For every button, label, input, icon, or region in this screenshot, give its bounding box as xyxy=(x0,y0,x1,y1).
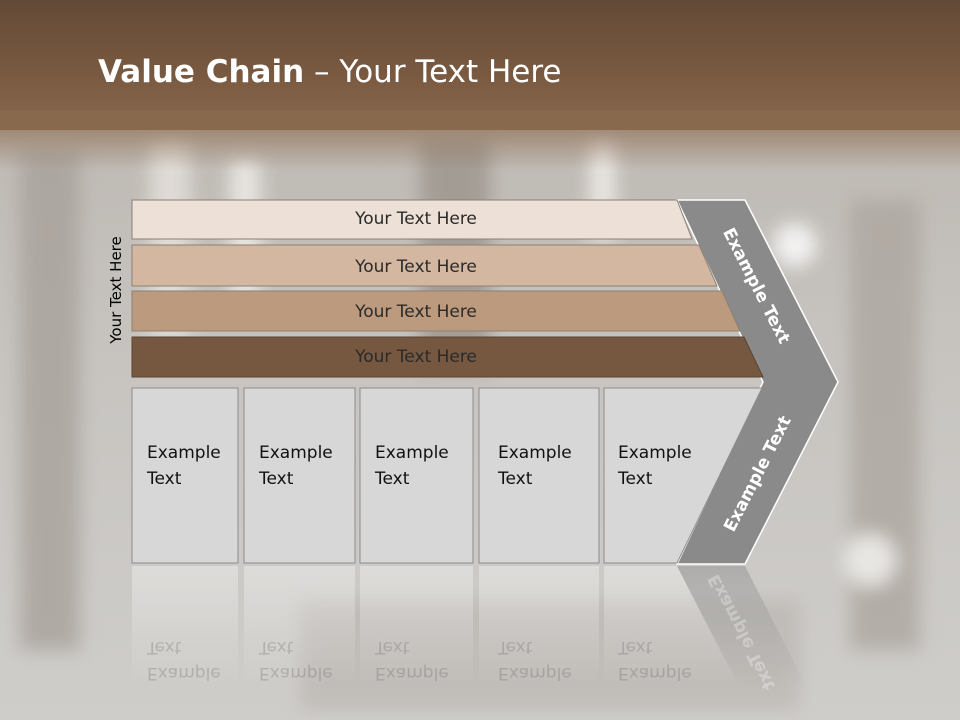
box-2 xyxy=(243,387,356,564)
box-5-line1: Example xyxy=(618,443,692,463)
box-5-refl-line2: Text xyxy=(618,637,653,657)
header-fade xyxy=(0,110,960,170)
box-5-line2: Text xyxy=(618,469,653,489)
bar-4 xyxy=(131,336,764,378)
box-2-reflection xyxy=(244,566,355,686)
box-5 xyxy=(603,387,763,564)
bar-3 xyxy=(131,290,741,332)
box-1-line2: Text xyxy=(147,469,182,489)
box-1-reflection xyxy=(132,566,238,686)
box-3-refl-line1: Example xyxy=(375,663,449,683)
box-3-reflected-label: Example Text xyxy=(375,634,449,686)
box-1-refl-line1: Example xyxy=(147,663,221,683)
box-3-line2: Text xyxy=(375,469,410,489)
box-1-refl-line2: Text xyxy=(147,637,182,657)
box-2-line2: Text xyxy=(259,469,294,489)
bar-3-label: Your Text Here xyxy=(355,302,477,322)
box-2-line1: Example xyxy=(259,443,333,463)
box-1 xyxy=(131,387,239,564)
box-4-reflected-label: Example Text xyxy=(498,634,572,686)
box-1-reflected-label: Example Text xyxy=(147,634,221,686)
title-bold: Value Chain xyxy=(98,54,305,90)
chevron-arrow xyxy=(675,199,839,565)
chevron-reflection xyxy=(677,566,808,690)
box-4-line1: Example xyxy=(498,443,572,463)
box-4-line2: Text xyxy=(498,469,533,489)
bar-1 xyxy=(131,199,693,240)
box-4-reflection xyxy=(479,566,599,686)
box-4 xyxy=(478,387,600,564)
box-3-refl-line2: Text xyxy=(375,637,410,657)
box-3 xyxy=(359,387,474,564)
box-4-refl-line1: Example xyxy=(498,663,572,683)
box-4-refl-line2: Text xyxy=(498,637,533,657)
bar-2 xyxy=(131,244,718,287)
bar-1-label: Your Text Here xyxy=(355,209,477,229)
box-1-line1: Example xyxy=(147,443,221,463)
box-5-reflection xyxy=(604,566,740,686)
box-2-reflected-label: Example Text xyxy=(259,634,333,686)
box-2-refl-line2: Text xyxy=(259,637,294,657)
bar-4-label: Your Text Here xyxy=(355,347,477,367)
title-rest: – Your Text Here xyxy=(304,54,562,90)
box-2-refl-line1: Example xyxy=(259,663,333,683)
page-title: Value Chain – Your Text Here xyxy=(98,54,561,90)
box-3-reflection xyxy=(360,566,473,686)
bar-2-label: Your Text Here xyxy=(355,257,477,277)
box-3-line1: Example xyxy=(375,443,449,463)
box-5-reflected-label: Example Text xyxy=(618,634,692,686)
box-5-refl-line1: Example xyxy=(618,663,692,683)
header-band xyxy=(0,0,960,130)
